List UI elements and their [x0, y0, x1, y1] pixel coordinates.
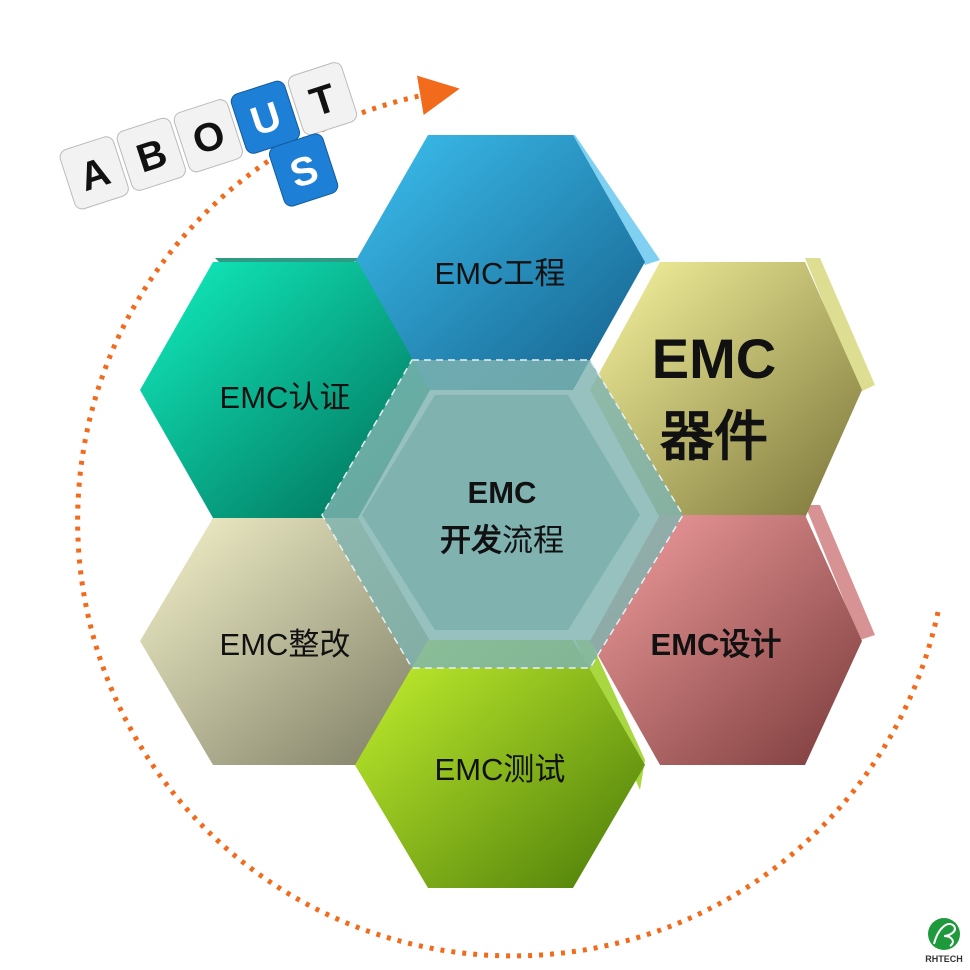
- hex-upper-right-label-1: EMC: [652, 327, 776, 390]
- hex-top-label: EMC工程: [435, 256, 566, 291]
- center-label-bold: 开发: [440, 523, 502, 558]
- hex-center-label-1: EMC: [468, 475, 537, 510]
- hex-lower-left[interactable]: [140, 518, 430, 765]
- cube-t: [287, 62, 358, 136]
- hex-upper-left-label: EMC认证: [220, 380, 351, 415]
- hex-lower-right-label: EMC设计: [651, 627, 782, 662]
- hex-upper-right-label-2: 器件: [660, 407, 768, 467]
- rhtech-logo: RHTECH: [925, 918, 963, 964]
- cube-o: [173, 99, 243, 173]
- hex-bottom[interactable]: [355, 640, 645, 888]
- hex-lower-left-label: EMC整改: [220, 627, 351, 662]
- hex-lower-right[interactable]: [590, 515, 862, 765]
- hex-center-label-2: 开发流程: [440, 523, 564, 558]
- about-us-badge: A B O U T S: [59, 62, 358, 210]
- cube-b: [116, 117, 186, 191]
- hex-bottom-label: EMC测试: [435, 752, 566, 787]
- cube-a: [59, 136, 129, 210]
- hex-center-inner: [362, 395, 640, 630]
- cube-s: [268, 133, 339, 207]
- logo-text: RHTECH: [925, 954, 963, 964]
- hex-top[interactable]: [355, 135, 645, 390]
- hex-upper-right[interactable]: [590, 262, 862, 518]
- center-label-rest: 流程: [502, 523, 564, 558]
